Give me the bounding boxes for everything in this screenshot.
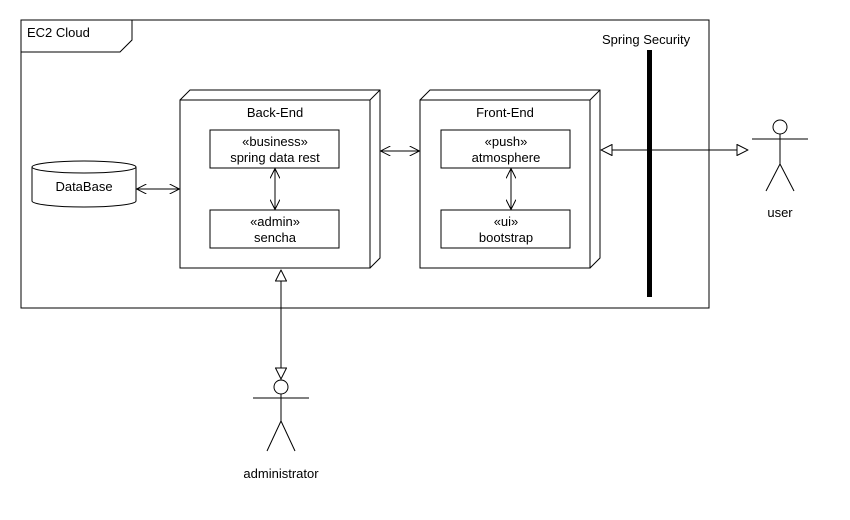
user-label: user: [767, 205, 793, 220]
database-label: DataBase: [55, 179, 112, 194]
component-stereotype: «ui»: [494, 214, 519, 229]
backend-component-sencha: «admin» sencha: [209, 209, 340, 249]
component-stereotype: «business»: [242, 134, 308, 149]
spring-security-label: Spring Security: [602, 32, 691, 47]
administrator-label: administrator: [243, 466, 319, 481]
component-name: atmosphere: [472, 150, 541, 165]
frontend-node: Front-End «push» atmosphere «ui» bootstr…: [419, 89, 601, 269]
user-actor: user: [752, 119, 808, 220]
frontend-component-bootstrap: «ui» bootstrap: [440, 209, 571, 249]
component-name: sencha: [254, 230, 297, 245]
backend-component-spring-data-rest: «business» spring data rest: [209, 129, 340, 169]
security-barrier: [647, 50, 652, 297]
backend-title: Back-End: [247, 105, 303, 120]
component-stereotype: «admin»: [250, 214, 300, 229]
backend-node: Back-End «business» spring data rest «ad…: [179, 89, 381, 269]
component-name: spring data rest: [230, 150, 320, 165]
component-stereotype: «push»: [485, 134, 528, 149]
frontend-title: Front-End: [476, 105, 534, 120]
administrator-actor: administrator: [243, 379, 319, 481]
spring-security: Spring Security: [602, 32, 691, 297]
component-name: bootstrap: [479, 230, 533, 245]
database-node: DataBase: [31, 160, 137, 208]
frontend-component-atmosphere: «push» atmosphere: [440, 129, 571, 169]
frame-label: EC2 Cloud: [27, 25, 90, 40]
